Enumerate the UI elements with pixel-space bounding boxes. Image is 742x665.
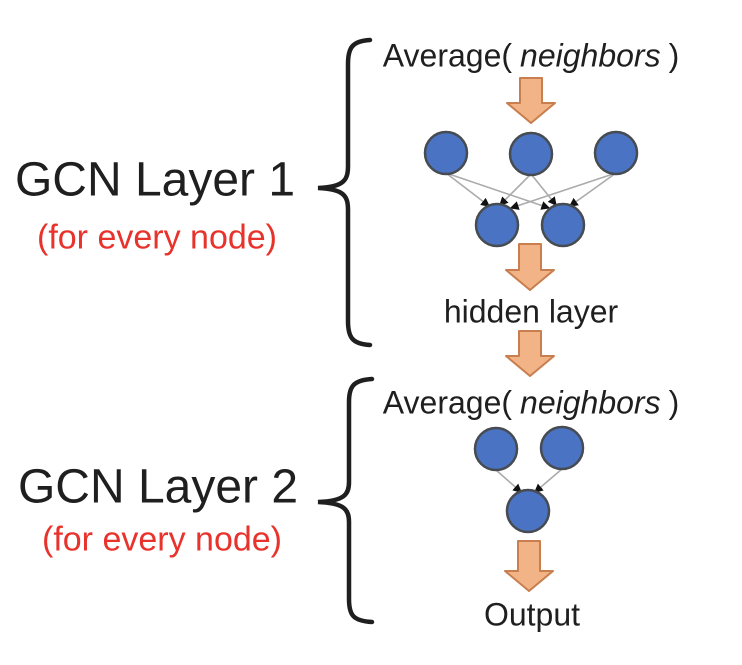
average-arg: neighbors (520, 37, 661, 74)
average-suffix: ) (668, 384, 680, 421)
average-prefix: Average( (382, 384, 513, 421)
layer2-title: GCN Layer 2 (17, 460, 299, 514)
average-suffix: ) (668, 37, 680, 74)
average-label-1: Average(neighbors) (383, 38, 679, 73)
down-arrow-icon (504, 540, 554, 592)
layer2-subtitle: (for every node) (42, 520, 282, 559)
down-arrow-icon (506, 77, 556, 124)
node-circle (593, 130, 639, 176)
hidden-layer-label: hidden layer (443, 293, 619, 330)
brace-layer1-icon (317, 37, 373, 348)
node-circle (423, 130, 469, 176)
node-circle (508, 131, 554, 177)
node-circle (474, 202, 520, 248)
connector-lines-layer2 (495, 468, 563, 493)
connector-lines-layer1 (445, 172, 617, 210)
node-circle (540, 202, 586, 248)
average-arg: neighbors (520, 384, 661, 421)
output-label: Output (483, 596, 581, 633)
down-arrow-icon (505, 243, 555, 291)
node-circle (505, 488, 551, 534)
brace-layer2-icon (317, 376, 375, 625)
layer1-subtitle: (for every node) (37, 218, 277, 257)
average-label-2: Average(neighbors) (383, 385, 679, 420)
node-circle (473, 426, 519, 472)
layer1-title: GCN Layer 1 (14, 153, 296, 207)
node-circle (539, 425, 585, 471)
average-prefix: Average( (382, 37, 513, 74)
down-arrow-icon (505, 330, 555, 377)
